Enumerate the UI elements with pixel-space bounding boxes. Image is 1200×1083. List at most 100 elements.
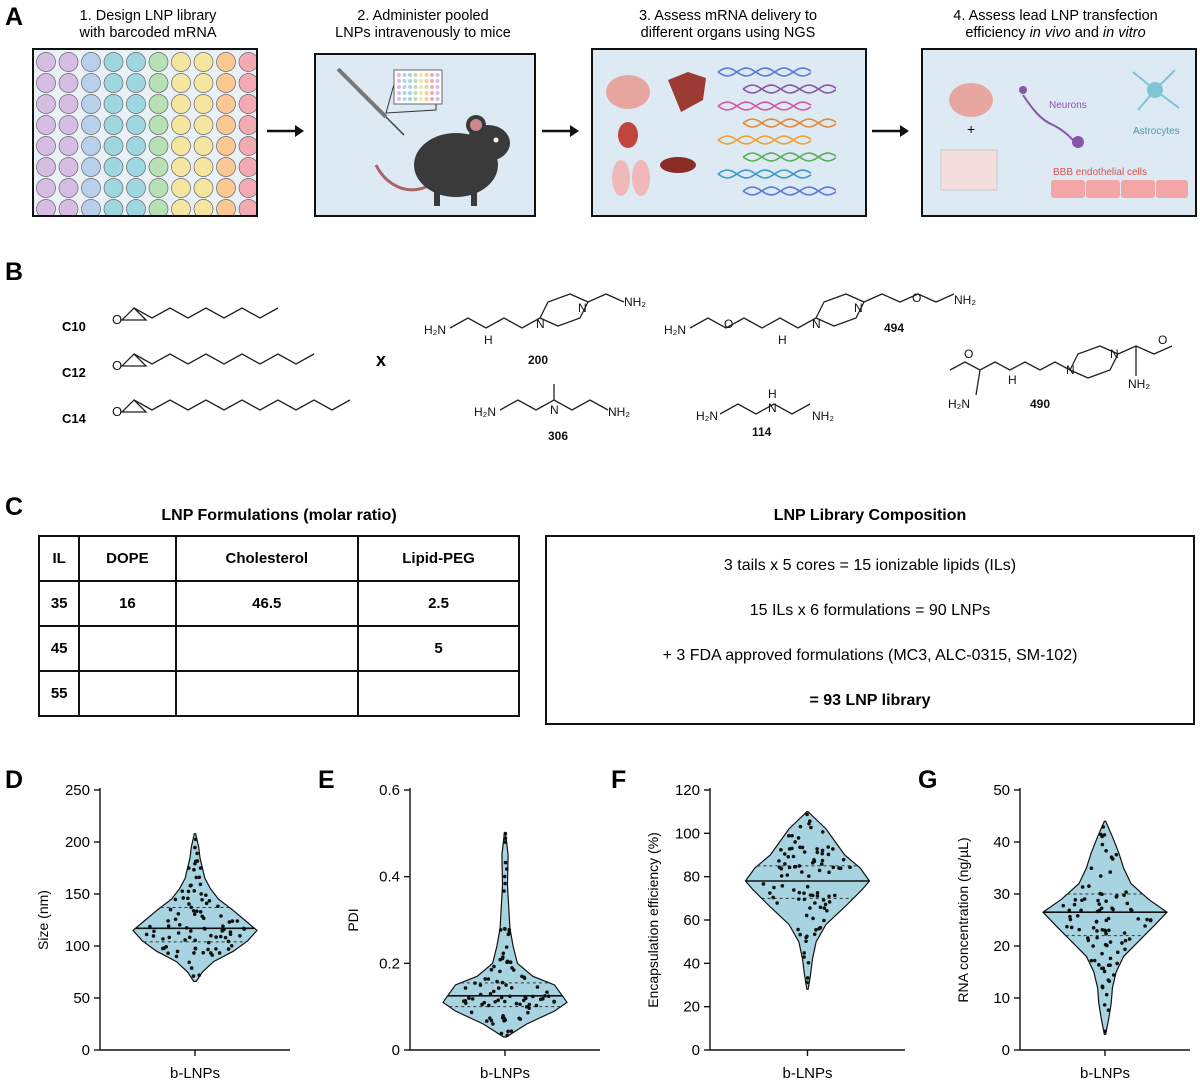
table-cell	[78, 625, 177, 672]
data-point	[1104, 849, 1108, 853]
data-point	[780, 884, 785, 888]
core-label-200: 200	[528, 353, 548, 367]
data-point	[176, 912, 181, 916]
data-point	[193, 845, 197, 850]
well-icon	[216, 94, 236, 114]
data-point	[189, 966, 194, 970]
mini-well-icon	[435, 91, 440, 95]
data-point	[199, 892, 203, 896]
well-icon	[171, 73, 191, 93]
data-point	[1068, 917, 1073, 922]
well-icon	[238, 73, 256, 93]
data-point	[507, 930, 512, 934]
table-cell: 45	[37, 625, 81, 672]
mini-well-icon	[435, 73, 440, 77]
dna-strand-icon	[742, 118, 837, 128]
y-tick-label: 50	[993, 782, 1010, 799]
table-header-row: IL DOPE Cholesterol Lipid-PEG	[37, 535, 520, 582]
well-icon	[103, 136, 124, 156]
table-cell	[174, 625, 360, 672]
data-point	[779, 847, 783, 852]
data-point	[187, 960, 191, 965]
well-icon	[58, 73, 79, 93]
data-point	[1100, 842, 1105, 847]
data-point	[1107, 979, 1112, 984]
data-point	[1099, 906, 1104, 911]
data-point	[771, 895, 775, 900]
data-point	[500, 980, 505, 985]
data-point	[831, 865, 836, 870]
data-point	[1100, 951, 1104, 956]
data-point	[491, 1022, 495, 1026]
data-point	[546, 994, 551, 998]
data-point	[503, 840, 507, 844]
data-point	[1089, 958, 1094, 963]
data-point	[189, 905, 193, 910]
well-icon	[58, 115, 79, 135]
mini-well-icon	[397, 79, 401, 83]
data-point	[1095, 935, 1099, 940]
y-tick-label: 0	[692, 1042, 700, 1059]
table-cell: 2.5	[357, 580, 520, 627]
data-point	[1068, 914, 1072, 919]
well-icon	[126, 94, 146, 114]
data-point	[804, 913, 809, 918]
data-point	[504, 983, 508, 987]
data-point	[761, 882, 766, 886]
mini-well-icon	[413, 79, 418, 83]
svg-text:NH₂: NH₂	[608, 405, 630, 419]
header-cell: Cholesterol	[174, 535, 360, 582]
data-point	[499, 995, 504, 1000]
data-point	[487, 1003, 491, 1008]
data-point	[1080, 898, 1084, 903]
data-point	[832, 893, 837, 898]
data-point	[1124, 890, 1128, 894]
dna-strand-icon	[717, 101, 812, 111]
data-point	[1120, 941, 1124, 945]
data-point	[1089, 866, 1094, 870]
mini-well-icon	[397, 91, 401, 95]
data-point	[160, 946, 165, 951]
data-point	[184, 926, 189, 930]
data-point	[790, 833, 794, 838]
svg-text:O: O	[724, 317, 733, 331]
data-point	[1110, 857, 1115, 861]
data-point	[796, 927, 800, 932]
data-point	[503, 831, 508, 836]
well-icon	[171, 52, 191, 72]
mini-well-icon	[408, 85, 412, 89]
data-point	[815, 847, 819, 851]
data-point	[798, 845, 802, 849]
data-point	[1115, 961, 1119, 966]
y-tick-label: 30	[993, 886, 1010, 903]
data-point	[200, 897, 204, 902]
data-point	[508, 960, 513, 964]
data-point	[214, 935, 218, 939]
data-point	[527, 1006, 531, 1010]
composition-title: LNP Library Composition	[773, 507, 967, 524]
data-point	[1100, 985, 1105, 990]
data-point	[1106, 963, 1111, 968]
mini-well-icon	[419, 85, 423, 89]
data-point	[1079, 908, 1083, 913]
dna-strand-icon	[742, 152, 837, 162]
y-tick-label: 120	[675, 782, 700, 799]
data-point	[786, 854, 791, 859]
y-tick-label: 20	[993, 938, 1010, 955]
well-icon	[103, 52, 124, 72]
data-point	[783, 862, 787, 866]
data-point	[175, 949, 180, 954]
well-icon	[36, 73, 56, 93]
data-point	[188, 883, 193, 888]
dna-strand-icon	[717, 67, 812, 77]
data-point	[814, 928, 818, 932]
dna-strand-icon	[717, 169, 812, 179]
data-point	[768, 891, 772, 895]
panel-letter-f: F	[611, 766, 627, 794]
data-point	[483, 977, 487, 981]
y-tick-label: 100	[675, 825, 700, 842]
data-point	[470, 997, 475, 1001]
data-point	[238, 933, 242, 938]
astrocytes-label: Astrocytes	[1133, 126, 1180, 137]
data-point	[1104, 899, 1108, 903]
